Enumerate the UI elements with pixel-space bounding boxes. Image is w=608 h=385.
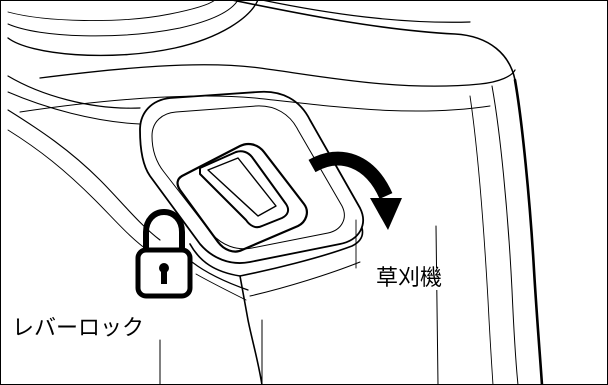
- curved-arrow-icon: [308, 151, 402, 230]
- lock-icon: [135, 208, 193, 299]
- rocker-top: [199, 150, 290, 229]
- ledge-left-line-2: [195, 273, 247, 301]
- ledge-left-line: [191, 261, 249, 291]
- housing-right-side: [513, 78, 544, 385]
- left-body-curve: [7, 109, 161, 241]
- housing-top-edge-2: [261, 0, 471, 23]
- front-ledge-2: [239, 227, 364, 277]
- recess-inner: [151, 105, 345, 250]
- rocker-face: [207, 157, 277, 217]
- housing-right-inner: [491, 85, 519, 385]
- grass-cutter-label: 草刈機: [374, 266, 445, 291]
- top-curve-left: [7, 75, 141, 109]
- top-circle-outer: [7, 0, 259, 57]
- top-circle-inner-2: [7, 0, 216, 22]
- top-circle-inner: [7, 0, 239, 37]
- lever-lock-label: レバーロック: [10, 316, 147, 341]
- housing-top-edge: [231, 0, 516, 81]
- top-curve-left-2: [7, 91, 141, 125]
- housing-shoulder: [39, 64, 516, 87]
- left-body-curve-2: [7, 129, 151, 253]
- housing-right-inner-2: [469, 95, 494, 385]
- front-ledge: [189, 243, 263, 385]
- housing-shoulder-2: [19, 95, 491, 113]
- guide-line-3: [435, 225, 439, 385]
- rocker-base: [176, 142, 308, 253]
- front-ledge-3: [249, 261, 361, 297]
